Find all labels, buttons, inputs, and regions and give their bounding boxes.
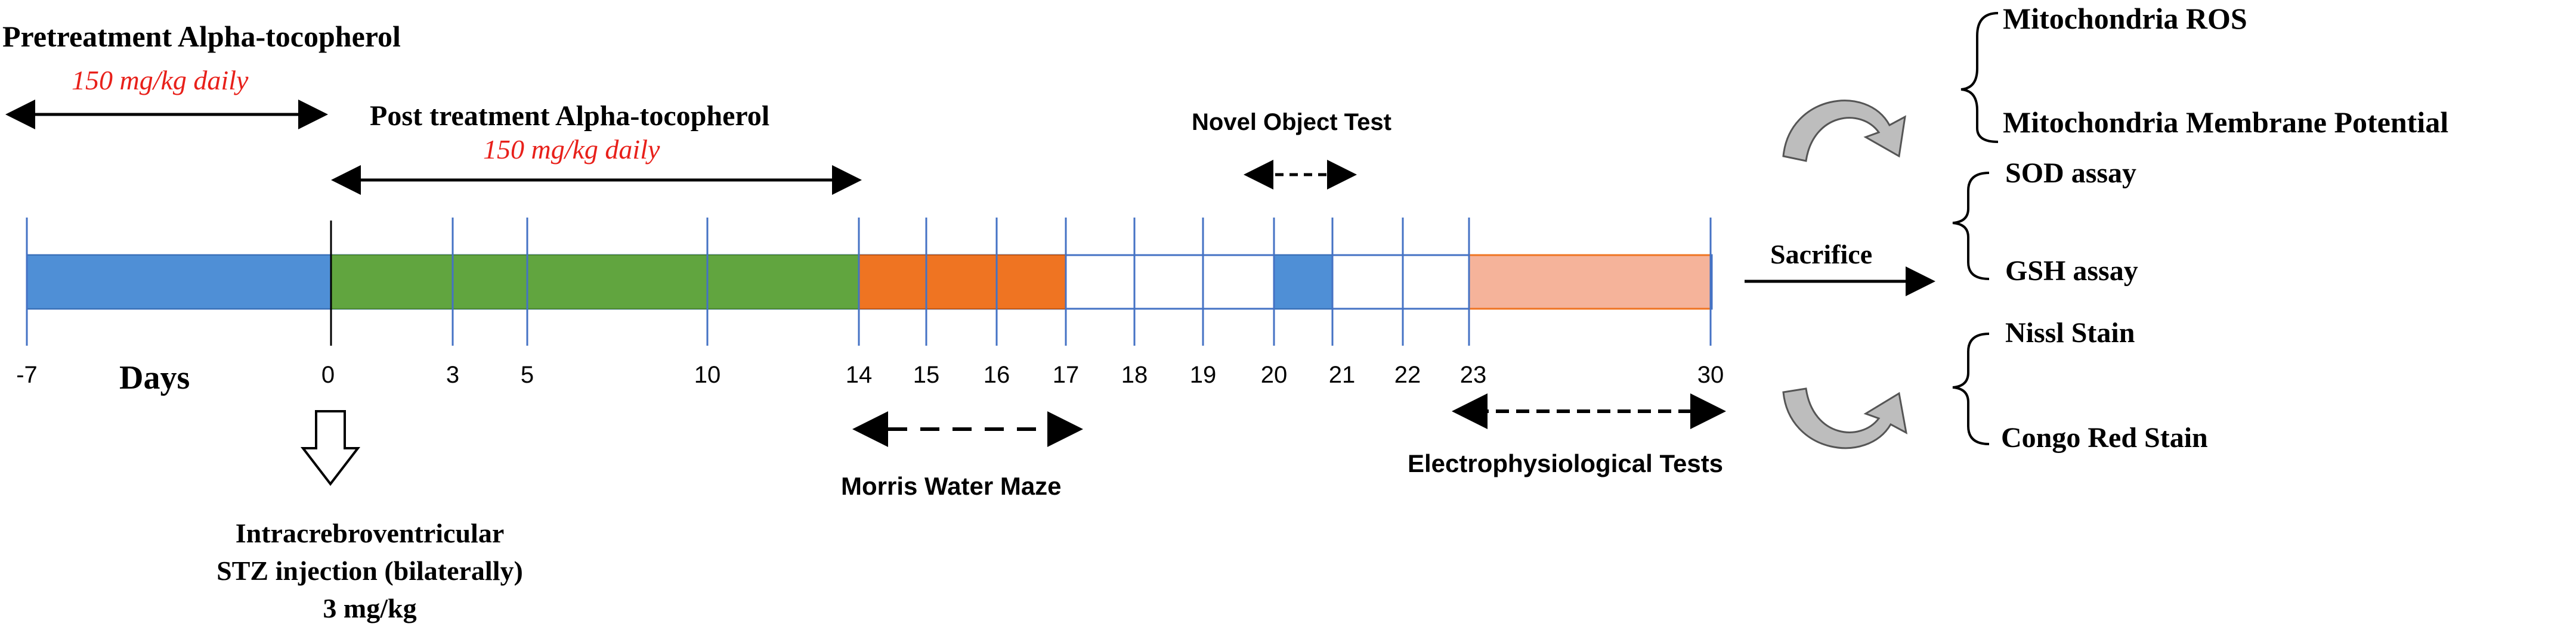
tick-label: 21 [1329, 362, 1356, 388]
electro-label: Electrophysiological Tests [1408, 449, 1723, 477]
brace-group3 [1952, 333, 1990, 445]
timeline: -7 0 3 5 10 14 15 16 17 18 19 20 21 22 2… [16, 218, 1724, 388]
brace-group2 [1952, 172, 1990, 280]
segment-morris-water-maze [858, 255, 1066, 309]
outcome-nissl-stain: Nissl Stain [2005, 317, 2135, 349]
outcome-mito-ros: Mitochondria ROS [2003, 2, 2247, 35]
brace-group1 [1960, 12, 1999, 143]
tick-label: 3 [446, 362, 459, 388]
tick-labels: -7 0 3 5 10 14 15 16 17 18 19 20 21 22 2… [16, 362, 1724, 388]
days-label: Days [119, 359, 190, 396]
segment-novel-object [1273, 255, 1333, 309]
curved-gray-arrow-icon [1782, 100, 1906, 162]
tick-label: 23 [1460, 362, 1487, 388]
outcome-congo-red-stain: Congo Red Stain [2001, 422, 2208, 454]
tick-label: 14 [846, 362, 873, 388]
posttreatment-dose: 150 mg/kg daily [483, 134, 660, 165]
tick-label: 16 [984, 362, 1010, 388]
posttreatment-title: Post treatment Alpha-tocopherol [370, 100, 769, 132]
novel-object-label: Novel Object Test [1192, 109, 1391, 135]
tick-label: 19 [1190, 362, 1217, 388]
tick-label: 10 [694, 362, 721, 388]
outcome-gsh-assay: GSH assay [2005, 255, 2138, 287]
injection-down-arrow-icon [300, 410, 361, 486]
tick-label: 5 [521, 362, 534, 388]
injection-line2: STZ injection (bilaterally) [217, 555, 523, 586]
tick-label: 17 [1053, 362, 1080, 388]
segment-pretreatment [26, 255, 332, 309]
curved-gray-arrow-icon [1782, 387, 1908, 449]
segment-electrophysiology [1468, 254, 1712, 310]
tick-label: 30 [1697, 362, 1724, 388]
injection-line3: 3 mg/kg [323, 593, 416, 623]
tick-label: 18 [1121, 362, 1148, 388]
morris-label: Morris Water Maze [841, 472, 1062, 500]
tick-label: -7 [16, 362, 38, 388]
outcome-sod-assay: SOD assay [2005, 157, 2136, 189]
tick-label: 22 [1394, 362, 1421, 388]
timeline-gridlines [26, 218, 1712, 346]
sacrifice-label: Sacrifice [1770, 239, 1872, 269]
pretreatment-title: Pretreatment Alpha-tocopherol [2, 20, 401, 53]
outcome-mito-membrane-potential: Mitochondria Membrane Potential [2003, 105, 2448, 139]
tick-label: 20 [1261, 362, 1288, 388]
tick-label: 0 [321, 362, 335, 388]
segment-posttreatment [330, 255, 859, 309]
tick-label: 15 [913, 362, 940, 388]
pretreatment-dose: 150 mg/kg daily [72, 65, 249, 95]
injection-line1: Intracrebroventricular [236, 518, 505, 548]
